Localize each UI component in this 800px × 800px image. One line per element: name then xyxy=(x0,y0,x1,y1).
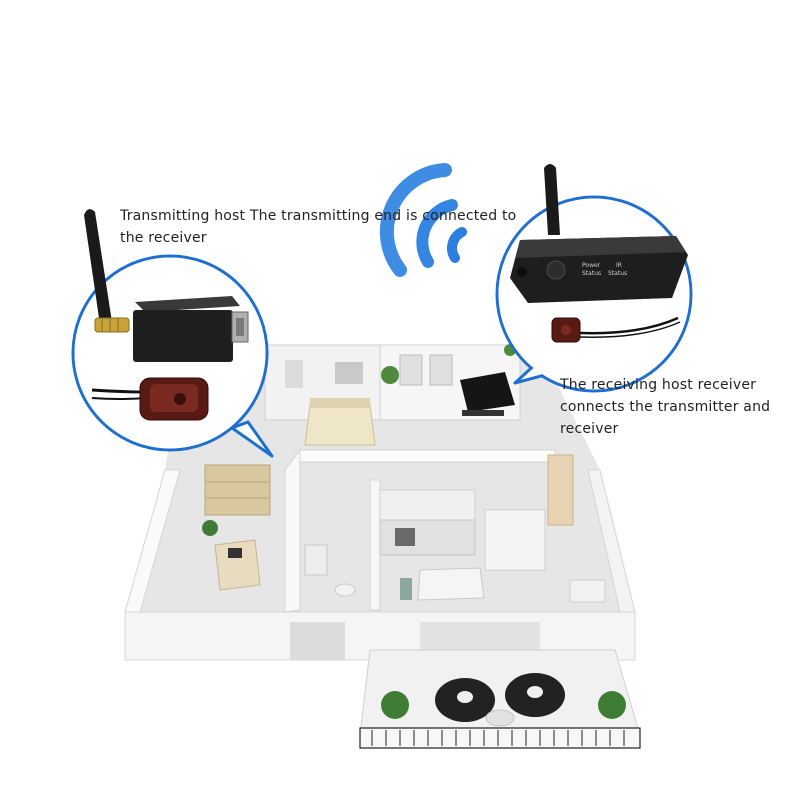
wifi-signal-icon xyxy=(379,163,467,277)
transmitter-caption-line1: Transmitting host The transmitting end i… xyxy=(120,208,517,224)
receiver-label-power: Power xyxy=(582,262,601,269)
receiver-callout: Power Status IR Status xyxy=(495,164,693,393)
house-floorplan xyxy=(124,344,641,749)
transmitter-caption: Transmitting host The transmitting end i… xyxy=(120,205,560,249)
transmitter-caption-line2: the receiver xyxy=(120,230,207,246)
receiver-caption-line2: connects the transmitter and xyxy=(560,399,771,415)
transmitter-callout xyxy=(71,209,274,458)
transmitter-device xyxy=(133,296,249,362)
receiver-label-status2: Status xyxy=(608,270,627,277)
receiver-label-ir: IR xyxy=(616,262,622,269)
receiver-caption-line3: receiver xyxy=(560,421,619,437)
receiver-device: Power Status IR Status xyxy=(510,236,688,303)
ir-sensor xyxy=(139,377,209,421)
receiver-label-status: Status xyxy=(582,270,601,277)
receiver-caption-line1: The receiving host receiver xyxy=(560,377,757,393)
receiver-caption: The receiving host receiver connects the… xyxy=(560,374,795,440)
transmitter-antenna xyxy=(84,209,130,333)
receiver-ir-sensor xyxy=(551,317,581,343)
